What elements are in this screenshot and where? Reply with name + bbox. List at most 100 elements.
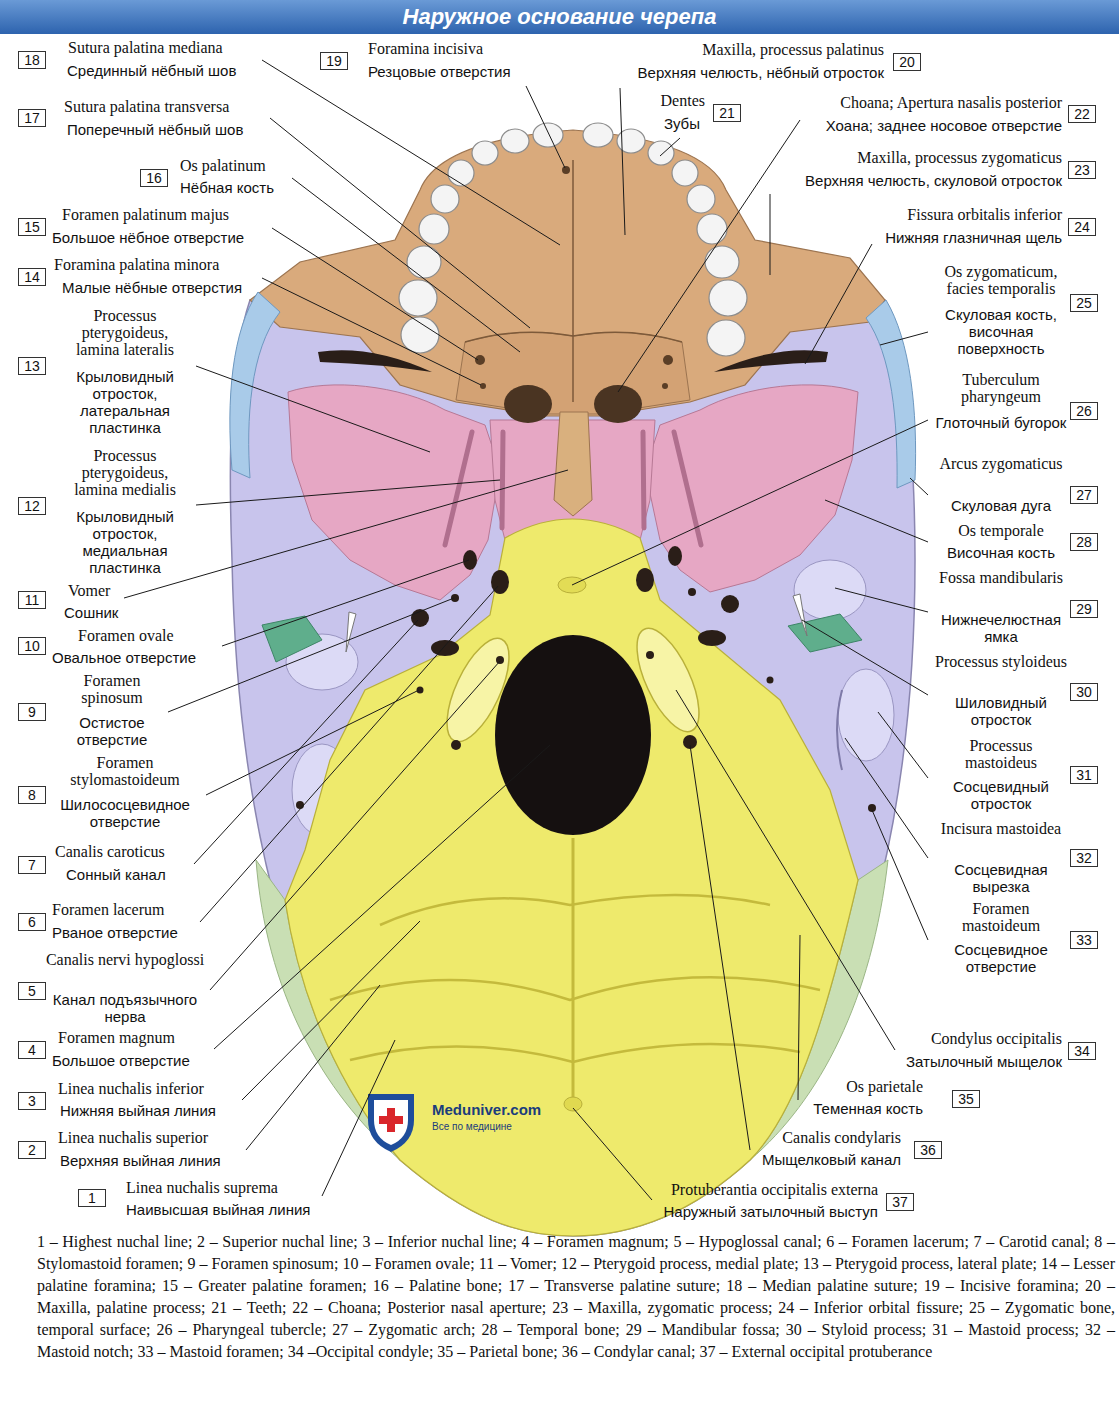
leader-line <box>878 712 928 778</box>
latin-term: Processus styloideus <box>935 653 1067 670</box>
latin-term: Canalis nervi hypoglossi <box>45 951 205 968</box>
russian-term: Крыловидный отросток, медиальная пластин… <box>60 508 190 576</box>
leader-line <box>835 588 928 612</box>
zygomatic-bone <box>230 292 280 478</box>
latin-term: Canalis caroticus <box>55 843 165 860</box>
tooth <box>472 141 498 165</box>
russian-term: Глоточный бугорок <box>935 414 1067 431</box>
logo-cross <box>379 1108 403 1132</box>
jugular-foramen <box>698 630 726 646</box>
russian-term: Поперечный нёбный шов <box>67 121 243 138</box>
latin-term: Linea nuchalis superior <box>58 1129 208 1146</box>
latin-term: Foramina palatina minora <box>54 256 219 273</box>
russian-term: Нёбная кость <box>180 179 274 196</box>
foramen-ovale <box>463 550 477 570</box>
leader-line <box>825 500 928 542</box>
callout-number: 6 <box>18 913 46 931</box>
hypoglossal-canal <box>496 656 504 664</box>
nuchal-line <box>330 895 820 1062</box>
foramen-lacerum <box>636 568 654 592</box>
latin-term: Foramina incisiva <box>368 40 483 57</box>
leader-line <box>168 598 454 712</box>
callout-number: 18 <box>18 51 46 69</box>
russian-term: Нижнечелюстная ямка <box>935 611 1067 645</box>
palatine-suture <box>465 160 682 402</box>
callout-number: 26 <box>1070 402 1098 420</box>
latin-term: Processus pterygoideus, lamina lateralis <box>60 307 190 358</box>
tooth <box>399 280 437 316</box>
leader-line <box>270 118 530 328</box>
mastoid-process <box>838 669 894 761</box>
tympanic-part <box>262 616 322 662</box>
callout-number: 3 <box>18 1092 46 1110</box>
leader-line <box>262 278 481 385</box>
callout-number: 27 <box>1070 486 1098 504</box>
callout-number: 2 <box>18 1141 46 1159</box>
russian-term: Сосцевидная вырезка <box>935 861 1067 895</box>
foramen-spinosum <box>451 594 459 602</box>
tooth <box>705 246 739 278</box>
leader-line <box>572 420 928 585</box>
russian-term: Сосцевидный отросток <box>935 778 1067 812</box>
russian-term: Височная кость <box>935 544 1067 561</box>
latin-term: Sutura palatina transversa <box>64 98 229 115</box>
styloid-process <box>346 612 356 652</box>
russian-term: Верхняя выйная линия <box>60 1152 221 1169</box>
sphenoid-bone <box>288 385 500 600</box>
russian-term: Хоана; заднее носовое отверстие <box>826 117 1062 134</box>
callout-number: 28 <box>1070 533 1098 551</box>
mandibular-fossa <box>794 560 866 620</box>
vomer <box>554 412 592 516</box>
leader-line <box>620 88 625 235</box>
latin-term: Canalis condylaris <box>782 1129 901 1146</box>
russian-term: Шилососцевидное отверстие <box>50 796 200 830</box>
zygomatic-bone <box>866 300 916 488</box>
callout-number: 16 <box>140 169 168 187</box>
russian-term: Верхняя челюсть, нёбный отросток <box>638 64 884 81</box>
leader-line <box>292 178 520 352</box>
leader-line <box>910 478 928 495</box>
russian-term: Наивысшая выйная линия <box>126 1201 310 1218</box>
tooth <box>448 160 474 186</box>
leader-line <box>845 738 928 858</box>
tooth <box>697 214 727 244</box>
latin-term: Os temporale <box>935 522 1067 539</box>
tooth <box>407 246 441 278</box>
leader-line <box>798 935 800 1100</box>
leader-line <box>246 985 380 1150</box>
palatine-foramen <box>480 383 486 389</box>
incisive-foramen <box>562 166 570 174</box>
leader-line <box>770 194 771 275</box>
latin-term: Foramen magnum <box>58 1029 175 1046</box>
latin-term: Dentes <box>661 92 705 109</box>
latin-term: Fissura orbitalis inferior <box>907 206 1062 223</box>
russian-term: Скуловая дуга <box>935 497 1067 514</box>
callout-number: 17 <box>18 109 46 127</box>
callout-number: 1 <box>78 1189 106 1207</box>
leader-line <box>196 480 500 505</box>
leader-line <box>124 470 568 598</box>
latin-term: Foramen stylomastoideum <box>50 754 200 788</box>
latin-term: Arcus zygomaticus <box>935 455 1067 472</box>
leader-line <box>802 620 928 695</box>
russian-term: Скуловая кость, височная поверхность <box>935 306 1067 357</box>
callout-number: 22 <box>1068 105 1096 123</box>
foramen-magnum <box>495 635 651 835</box>
leader-line <box>242 921 420 1100</box>
tooth <box>648 141 674 165</box>
title-bar: Наружное основание черепа <box>0 0 1119 34</box>
occipital-bone <box>285 519 858 1236</box>
leader-lines <box>124 60 928 1200</box>
palatine-foramen <box>475 355 485 365</box>
latin-term: Vomer <box>68 582 110 599</box>
callout-number: 20 <box>893 53 921 71</box>
latin-term: Processus mastoideus <box>935 737 1067 771</box>
latin-term: Os palatinum <box>180 157 266 174</box>
callout-number: 14 <box>18 268 46 286</box>
latin-term: Foramen spinosum <box>62 672 162 706</box>
tympanic-part <box>788 614 862 652</box>
leader-line <box>573 1108 652 1200</box>
callout-number: 32 <box>1070 849 1098 867</box>
leader-line <box>214 745 550 1049</box>
